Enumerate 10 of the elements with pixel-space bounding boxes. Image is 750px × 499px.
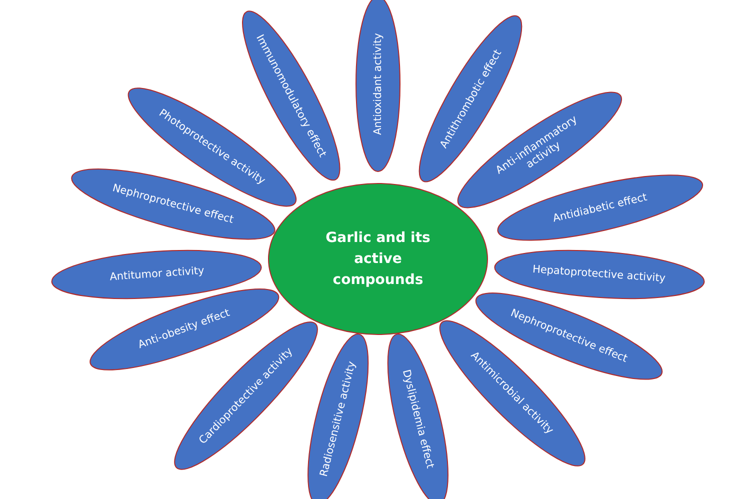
petal: [494, 250, 705, 300]
petal: [497, 174, 703, 241]
petal: [356, 0, 400, 172]
petal: [308, 334, 369, 499]
petal-label: Antitumor activity: [108, 265, 204, 284]
petal-label: Hepatoprotective activity: [532, 264, 666, 286]
petal: [51, 250, 262, 300]
center-label: Garlic and its active compounds: [324, 228, 432, 290]
petal: [387, 334, 448, 499]
petal-label: Antioxidant activity: [372, 32, 384, 136]
